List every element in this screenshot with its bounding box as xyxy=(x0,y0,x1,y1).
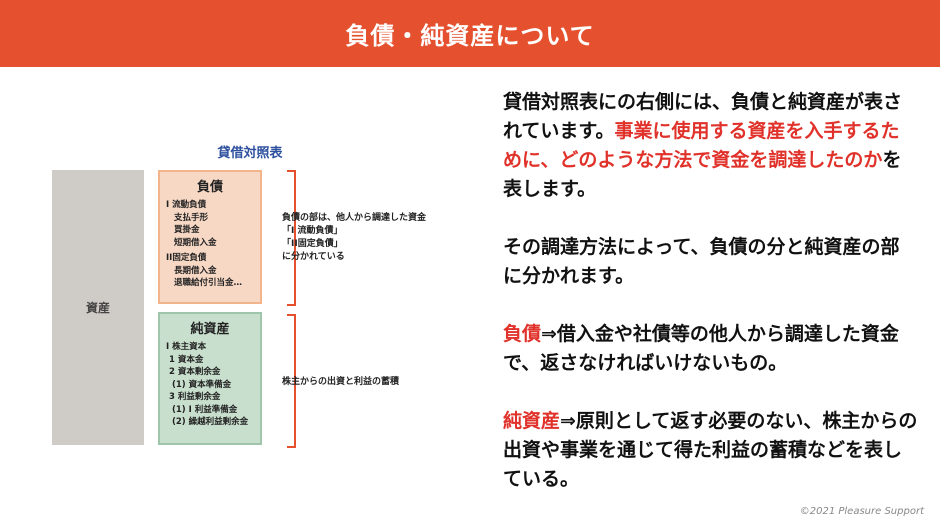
liability-item: 支払手形 xyxy=(174,212,209,223)
liability-item: 長期借入金 xyxy=(174,265,217,276)
paragraph-intro: 貸借対照表にの右側には、負債と純資産が表されています。事業に使用する資産を入手す… xyxy=(503,91,903,200)
equity-item: 3 利益剰余金 xyxy=(169,392,221,402)
equity-box: 純資産 I 株主資本 1 資本金 2 資本剰余金 (1) 資本準備金 3 利益剰… xyxy=(158,312,262,445)
title-bar: 負債・純資産について xyxy=(0,0,940,67)
explanation-text: 貸借対照表にの右側には、負債と純資産が表されています。事業に使用する資産を入手す… xyxy=(503,88,918,523)
copyright-notice: ©2021 Pleasure Support xyxy=(799,506,924,517)
liabilities-note-line: 負債の部は、他人から調達した資金 xyxy=(282,213,427,223)
liabilities-term: 負債 xyxy=(503,323,542,345)
liability-item: II固定負債 xyxy=(166,253,207,263)
highlight-text: 事業に使用する資産を入手するために、どのような方法で資金を調達したのか xyxy=(503,120,900,171)
equity-title: 純資産 xyxy=(190,322,230,337)
equity-bracket xyxy=(287,314,296,448)
paragraph-equity: 純資産⇒原則として返す必要のない、株主からの出資や事業を通じて得た利益の蓄積など… xyxy=(503,410,918,490)
liability-item: I 流動負債 xyxy=(166,200,207,210)
liability-item: 退職給付引当金… xyxy=(174,278,243,288)
diagram-title: 貸借対照表 xyxy=(217,146,283,161)
equity-note: 株主からの出資と利益の蓄積 xyxy=(282,377,400,387)
paragraph-liabilities: 負債⇒借入金や社債等の他人から調達した資金で、返さなければいけないもの。 xyxy=(503,323,899,374)
equity-item: (2) 繰越利益剰余金 xyxy=(172,417,249,427)
liabilities-note: 負債の部は、他人から調達した資金 「I 流動負債」 「II固定負債」 に分かれて… xyxy=(282,212,426,264)
liabilities-note-line: 「II固定負債」 xyxy=(282,239,343,249)
asset-label: 資産 xyxy=(85,301,110,315)
liabilities-note-line: 「I 流動負債」 xyxy=(282,226,343,236)
balance-sheet-diagram: 貸借対照表 資産 負債 I 流動負債 支払手形 買掛金 短期借入金 II固定負債… xyxy=(40,130,500,460)
liabilities-bracket xyxy=(287,170,296,306)
liability-item: 買掛金 xyxy=(174,225,200,235)
paragraph-split: その調達方法によって、負債の分と純資産の部に分かれます。 xyxy=(503,236,900,287)
equity-item: 2 資本剰余金 xyxy=(169,367,221,377)
equity-item: (1) I 利益準備金 xyxy=(172,404,238,415)
liability-item: 短期借入金 xyxy=(174,237,217,248)
equity-term: 純資産 xyxy=(503,410,561,432)
equity-item: (1) 資本準備金 xyxy=(172,379,232,390)
liabilities-title: 負債 xyxy=(196,180,223,195)
slide-title: 負債・純資産について xyxy=(345,22,595,50)
equity-item: I 株主資本 xyxy=(166,342,207,352)
equity-item: 1 資本金 xyxy=(169,354,204,365)
liabilities-box: 負債 I 流動負債 支払手形 買掛金 短期借入金 II固定負債 長期借入金 退職… xyxy=(158,170,262,304)
asset-column: 資産 xyxy=(52,170,144,445)
liabilities-note-line: に分かれている xyxy=(282,252,345,262)
